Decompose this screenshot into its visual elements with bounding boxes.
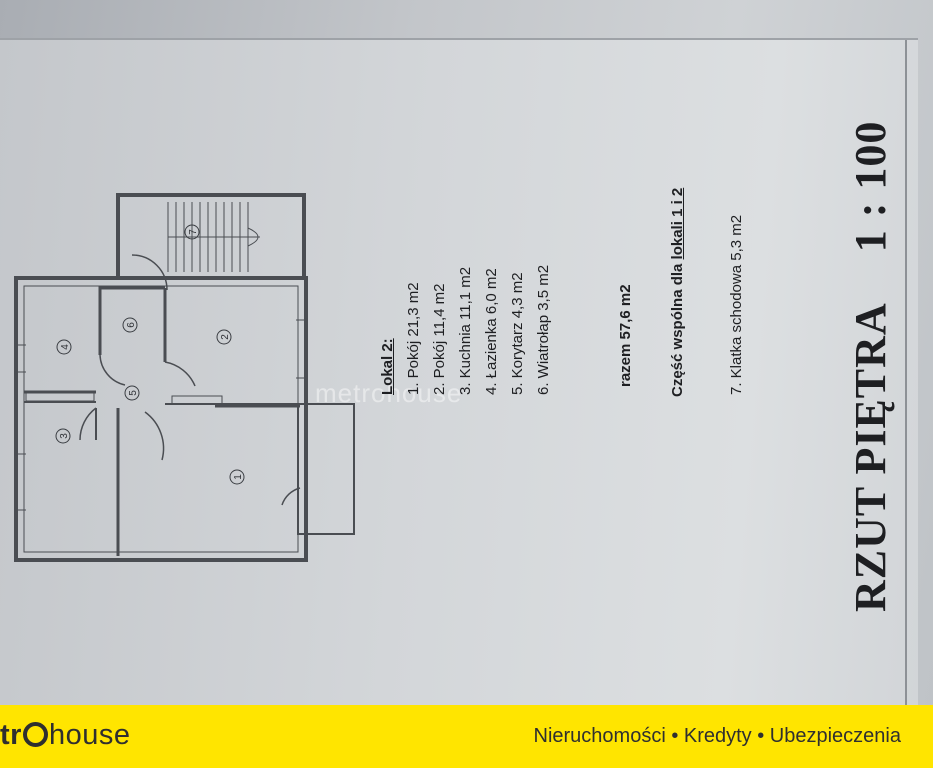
room-marker-5 [124,385,140,401]
paper-sheet [0,38,918,707]
legend-room-2: 2. Pokój 11,4 m2 [431,283,448,395]
room-marker-label-7: 7 [188,229,199,235]
watermark: metrohouse [315,378,463,408]
plan-title-label: RZUT PIĘTRA [846,302,895,612]
total-area: razem 57,6 m2 [617,284,634,387]
stair-steps [167,202,260,272]
common-part-heading-text: Część wspólna dla [669,259,686,397]
room-marker-label-2: 2 [220,334,231,340]
brand-suffix: house [48,719,131,751]
room-marker-2 [216,329,232,345]
room-marker-label-3: 3 [59,433,70,439]
room-marker-7 [184,224,200,240]
legend-room-6: 6. Wiatrołap 3,5 m2 [535,264,552,395]
room-legend: Lokal 2: 1. Pokój 21,3 m2 2. Pokój 11,4 … [375,265,557,395]
services-tagline: Nieruchomości • Kredyty • Ubezpieczenia [533,725,902,747]
outer-wall [14,276,308,562]
floor-plan: 1 2 3 4 5 6 7 [14,193,355,562]
room-marker-label-6: 6 [126,322,137,328]
window-marks [14,319,308,511]
stair-walls [116,193,306,280]
door-swing-kitchen [79,407,97,441]
legend-room-3: 3. Kuchnia 11,1 m2 [457,266,474,395]
legend-room-4: 4. Łazienka 6,0 m2 [483,268,500,395]
balcony [297,403,355,535]
room-marker-label-1: 1 [233,474,244,480]
vent-duct [25,392,95,402]
common-part: Część wspólna dla lokali 1 i 2 [665,188,691,397]
door-swing-bath [99,354,126,386]
paper-fold-edge [905,40,907,705]
legend-heading: Lokal 2: [379,338,396,395]
common-part-heading: Część wspólna dla lokali 1 i 2 [665,188,691,397]
door-swing-balcony [281,487,301,506]
door-swing-entrance [131,254,168,291]
brand-ring-icon [22,722,48,747]
door-swing-room2 [164,361,196,387]
plan-scale: 1 : 100 [846,120,895,253]
vent-duct-2 [171,395,223,405]
room-marker-1 [229,469,245,485]
plan-title: RZUT PIĘTRA 1 : 100 [845,121,896,612]
legend-room-1: 1. Pokój 21,3 m2 [405,282,422,395]
room-marker-3 [55,428,71,444]
room-marker-label-5: 5 [128,390,139,396]
staircase-area: 7. Klatka schodowa 5,3 m2 [728,214,745,395]
common-part-heading-underlined: lokali 1 i 2 [669,187,686,260]
room-marker-6 [122,317,138,333]
door-swing-room1 [144,411,165,461]
legend-room-5: 5. Korytarz 4,3 m2 [509,272,526,395]
outer-wall-inner [23,285,299,553]
brand-prefix: tr [0,719,22,751]
room-marker-label-4: 4 [60,344,71,350]
room-marker-4 [56,339,72,355]
